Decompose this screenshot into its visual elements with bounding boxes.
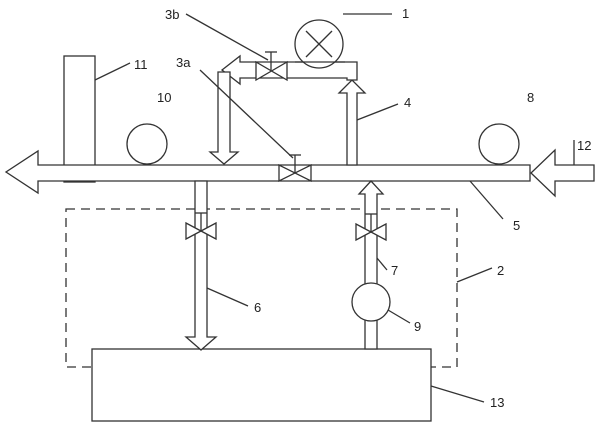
label-11: 11 (134, 57, 148, 72)
label-1: 1 (402, 6, 409, 21)
dashed-enclosure (65, 208, 458, 368)
leader-4 (356, 103, 399, 121)
ball-pipe-7 (351, 282, 391, 322)
feed-up-pipe (357, 180, 385, 350)
label-10: 10 (157, 90, 171, 105)
leader-11 (94, 62, 131, 81)
label-2: 2 (497, 263, 504, 278)
ball-left (126, 123, 168, 165)
return-down-pipe (208, 71, 240, 165)
inlet-arrow (530, 148, 595, 198)
column-tower (63, 55, 96, 183)
label-12: 12 (577, 138, 591, 153)
bypass-up-pipe (337, 79, 367, 166)
leader-13 (430, 385, 485, 403)
leader-7 (376, 257, 388, 271)
leader-3b (185, 13, 269, 61)
ball-right (478, 123, 520, 165)
label-8: 8 (527, 90, 534, 105)
pump-cross-b (305, 30, 333, 58)
main-pipe (4, 149, 531, 195)
leader-9 (387, 309, 411, 324)
label-9: 9 (414, 319, 421, 334)
label-13: 13 (490, 395, 504, 410)
leader-6 (206, 287, 249, 307)
label-3a: 3a (176, 55, 191, 70)
leader-5 (469, 180, 504, 220)
leader-2 (456, 267, 493, 283)
tank (91, 348, 432, 422)
drain-down-pipe (184, 180, 218, 351)
label-7: 7 (391, 263, 398, 278)
label-3b: 3b (165, 7, 179, 22)
label-5: 5 (513, 218, 520, 233)
leader-3a (199, 69, 294, 159)
label-6: 6 (254, 300, 261, 315)
label-4: 4 (404, 95, 411, 110)
